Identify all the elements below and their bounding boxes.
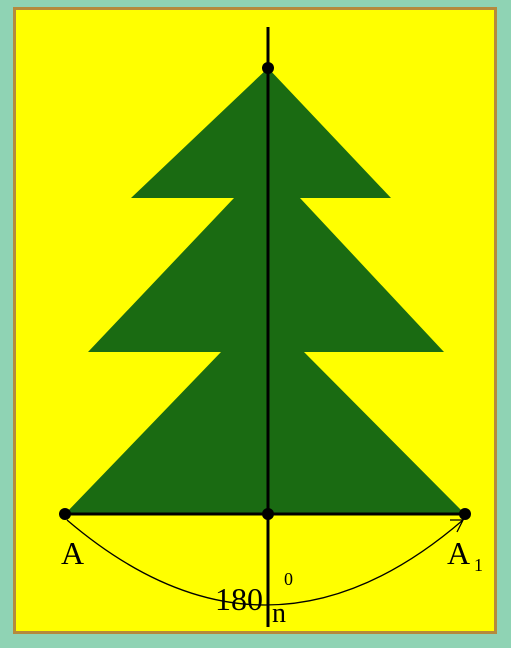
rotation-arc: [67, 520, 463, 605]
point-a: [59, 508, 71, 520]
label-a1-subscript: 1: [474, 555, 483, 575]
point-a1: [459, 508, 471, 520]
top-point: [262, 62, 274, 74]
fir-tree-shape: [65, 68, 465, 514]
symmetry-diagram: A A 1 180 0 n: [16, 10, 494, 631]
label-a1: A: [447, 535, 470, 571]
angle-degree-sign: 0: [284, 569, 293, 589]
axis-label-n: n: [272, 598, 286, 629]
label-a: A: [61, 535, 84, 571]
angle-label: 180: [215, 581, 263, 617]
center-point: [262, 508, 274, 520]
diagram-frame: A A 1 180 0 n: [13, 7, 497, 634]
